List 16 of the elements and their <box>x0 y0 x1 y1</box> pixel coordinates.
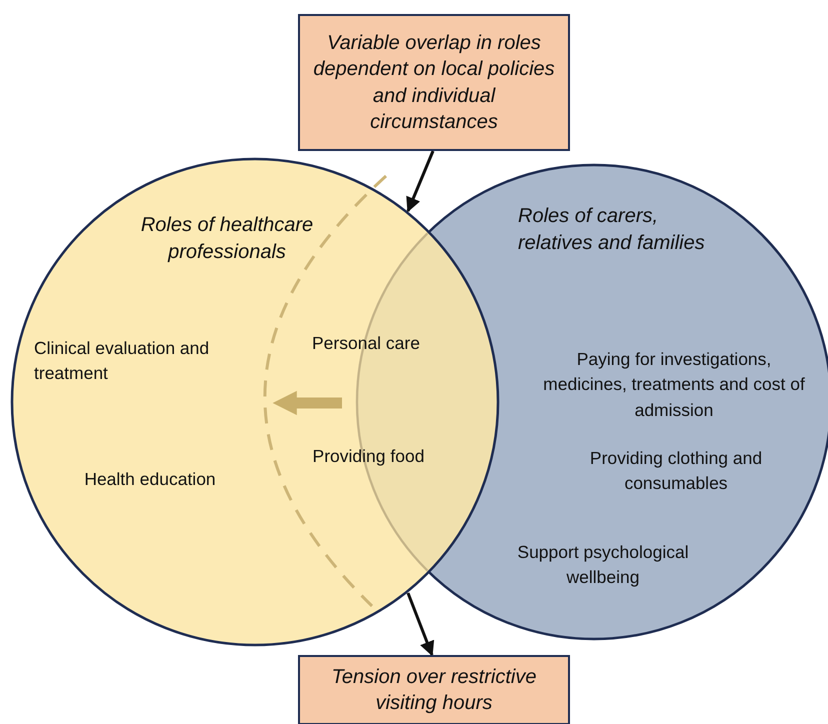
arrow <box>406 592 434 656</box>
circle-heading: Roles of carers, relatives and families <box>518 204 706 256</box>
role-text: Support psychological wellbeing <box>516 541 690 590</box>
note-box <box>298 14 570 151</box>
note-box <box>298 655 570 724</box>
arrow <box>406 150 434 212</box>
circle-heading: Roles of healthcare professionals <box>140 213 314 265</box>
role-text: Paying for investigations, medicines, treatments and cost of admission <box>542 348 806 422</box>
note-text: Tension over restrictive visiting hours <box>330 664 538 716</box>
role-text: Providing clothing and consumables <box>588 447 764 496</box>
role-text: Clinical evaluation and treatment <box>34 337 210 386</box>
overlap-text: Providing food <box>312 445 426 468</box>
overlap-text: Personal care <box>311 332 421 355</box>
note-text: Variable overlap in roles dependent on local policies and individual circumstances <box>312 30 556 135</box>
venn-circle <box>10 158 500 646</box>
role-text: Health education <box>83 468 217 491</box>
